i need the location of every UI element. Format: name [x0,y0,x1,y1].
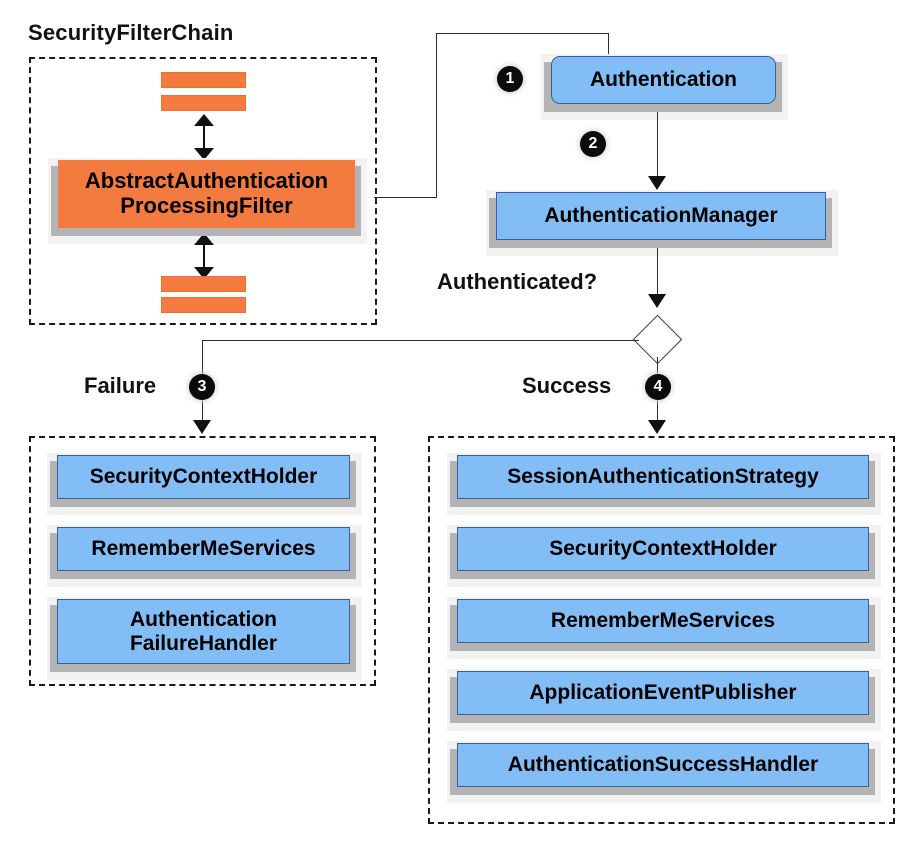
filter-bar-1 [161,72,246,88]
connector-filter-to-auth-horizontal [374,197,437,198]
step-badge-4: 4 [645,374,671,400]
failure-item-remember-me-services[interactable]: RememberMeServices [57,527,350,571]
abstract-authentication-processing-filter-wrap: AbstractAuthentication ProcessingFilter [48,158,367,244]
arrow-head-down-icon [194,148,214,160]
failure-item-authentication-failure-handler[interactable]: Authentication FailureHandler [57,599,350,664]
filter-bar-3 [161,276,246,292]
step-badge-2: 2 [580,131,606,157]
failure-item-wrap-0: SecurityContextHolder [47,453,362,515]
filter-bar-2 [161,95,246,111]
authentication-node-wrap: Authentication [541,54,788,120]
connector-filter-to-auth-vertical [436,33,437,198]
arrow-head-down-icon [648,420,666,434]
authentication-node[interactable]: Authentication [551,56,776,104]
filter-bar-4 [161,297,246,313]
failure-item-wrap-2: Authentication FailureHandler [47,597,362,680]
connector-auth-top-horizontal [436,33,609,34]
arrow-head-up-icon [194,233,214,245]
security-filter-chain-title: SecurityFilterChain [28,20,234,45]
arrow-stem [203,122,206,152]
failure-item-security-context-holder[interactable]: SecurityContextHolder [57,455,350,499]
authentication-manager-node-wrap: AuthenticationManager [486,190,838,256]
connector-failure-horizontal [202,340,639,341]
success-item-wrap-0: SessionAuthenticationStrategy [447,453,881,515]
step-badge-3: 3 [189,374,215,400]
arrow-head-up-icon [194,114,214,126]
success-item-wrap-3: ApplicationEventPublisher [447,669,881,731]
abstract-authentication-processing-filter[interactable]: AbstractAuthentication ProcessingFilter [58,160,355,228]
arrow-head-down-icon [648,176,666,190]
failure-branch-group [29,436,376,686]
success-item-authentication-success-handler[interactable]: AuthenticationSuccessHandler [457,743,869,787]
success-branch-group [428,436,895,824]
authenticated-question-label: Authenticated? [437,269,598,294]
arrow-head-down-icon [648,294,666,308]
success-item-wrap-1: SecurityContextHolder [447,525,881,587]
success-item-wrap-2: RememberMeServices [447,597,881,659]
arrow-head-down-icon [193,420,211,434]
success-item-application-event-publisher[interactable]: ApplicationEventPublisher [457,671,869,715]
arrow-stem [203,241,206,271]
authentication-manager-node[interactable]: AuthenticationManager [496,192,826,240]
filter-chain-arrow-bottom [194,233,214,279]
success-item-session-authentication-strategy[interactable]: SessionAuthenticationStrategy [457,455,869,499]
filter-chain-arrow-top [194,114,214,160]
success-label: Success [522,373,612,398]
connector-manager-to-decision [657,246,658,303]
security-filter-chain-group [29,57,377,325]
connector-auth-to-manager [657,104,658,186]
success-item-security-context-holder[interactable]: SecurityContextHolder [457,527,869,571]
success-item-remember-me-services[interactable]: RememberMeServices [457,599,869,643]
failure-label: Failure [84,373,157,398]
failure-item-wrap-1: RememberMeServices [47,525,362,587]
step-badge-1: 1 [497,66,523,92]
success-item-wrap-4: AuthenticationSuccessHandler [447,741,881,803]
